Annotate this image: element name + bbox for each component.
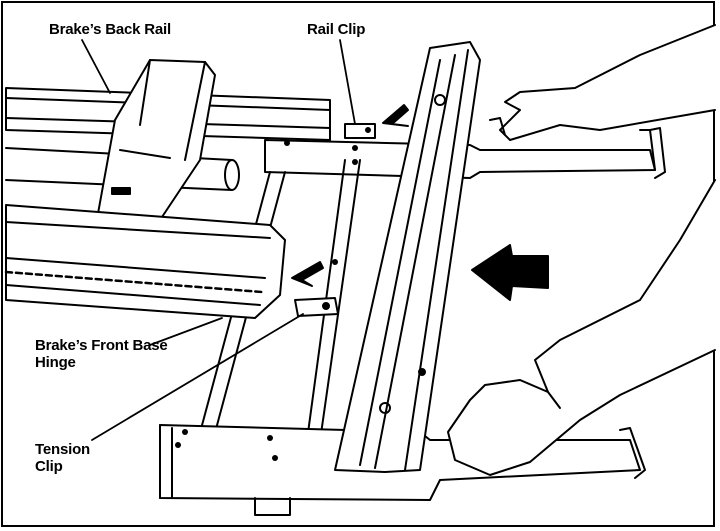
- tension-clip-arrow: [291, 261, 324, 287]
- rail-clip-arrow: [382, 104, 409, 127]
- front-hinge-leader: [149, 317, 223, 346]
- tension-clip-label-line2: Clip: [35, 458, 63, 475]
- lower-hand-drawing: [447, 179, 716, 476]
- upper-hand-drawing: [489, 24, 716, 141]
- front-base-hinge-label-line2: Hinge: [35, 354, 76, 371]
- back-rail-leader: [81, 39, 111, 94]
- leader-lines: [81, 39, 356, 441]
- rail-clip-label: Rail Clip: [306, 21, 367, 38]
- back-rail-label: Brake’s Back Rail: [48, 21, 172, 38]
- tension-clip-label-line1: Tension: [35, 441, 90, 458]
- front-base-hinge-label-line1: Brake’s Front Base: [35, 337, 168, 354]
- tension-clip-leader: [91, 313, 304, 441]
- direction-arrow: [471, 244, 549, 301]
- arrows: [291, 104, 549, 301]
- bolt-holes: [175, 140, 358, 461]
- rail-clip-leader: [339, 39, 356, 125]
- rail-clip-drawing: [344, 123, 376, 139]
- tension-clip-drawing: [294, 297, 339, 317]
- front-base-hinge-drawing: [4, 204, 286, 319]
- installed-rail-drawing: [334, 41, 481, 473]
- clamp-block-drawing: [94, 59, 216, 236]
